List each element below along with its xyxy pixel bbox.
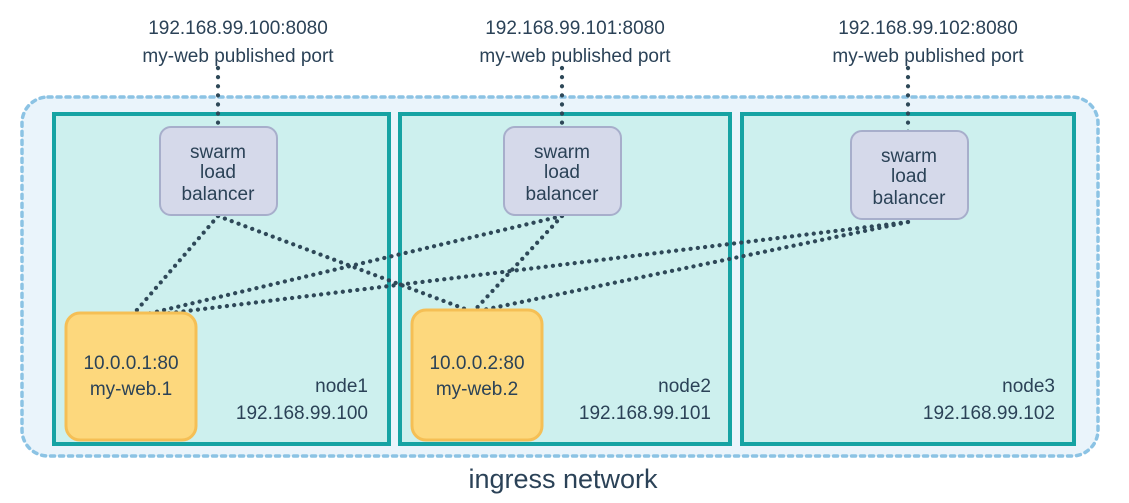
node-ip-2: 192.168.99.101 — [579, 403, 711, 424]
container-box-my-web-1[interactable] — [64, 311, 198, 442]
container-address-1: 10.0.0.1:80 — [83, 353, 178, 374]
container-name-1: my-web.1 — [90, 379, 172, 400]
ingress-network-title: ingress network — [468, 464, 658, 494]
published-port-address-1: 192.168.99.100:8080 — [148, 18, 328, 39]
lb-label-1-line3: balancer — [182, 184, 256, 205]
connector-lb2-to-web2 — [470, 213, 565, 315]
container-name-2: my-web.2 — [436, 379, 518, 400]
lb-label-2-line3: balancer — [526, 184, 600, 205]
swarm-load-balancer-node2[interactable] — [503, 126, 622, 216]
lb-label-2-line2: load — [544, 162, 580, 183]
published-port-desc-1: my-web published port — [142, 46, 334, 67]
connector-lb1-to-web2 — [215, 213, 476, 315]
published-port-address-3: 192.168.99.102:8080 — [838, 18, 1018, 39]
lb-label-3-line3: balancer — [873, 188, 947, 209]
node-ip-1: 192.168.99.100 — [236, 403, 368, 424]
node-name-1: node1 — [315, 376, 368, 397]
lb-label-2-line1: swarm — [534, 142, 590, 163]
swarm-load-balancer-node3[interactable] — [850, 130, 969, 220]
lb-label-1-line1: swarm — [190, 142, 246, 163]
connector-lb3-to-web1 — [127, 219, 911, 321]
lb-label-1-line2: load — [200, 162, 236, 183]
lb-label-3-line2: load — [891, 166, 927, 187]
node-ip-3: 192.168.99.102 — [923, 403, 1055, 424]
connector-lb3-to-web2 — [470, 219, 911, 315]
node-name-2: node2 — [658, 376, 711, 397]
container-box-my-web-2[interactable] — [410, 308, 544, 442]
connector-lb1-to-web1 — [127, 213, 221, 321]
lb-label-3-line1: swarm — [881, 146, 937, 167]
published-port-address-2: 192.168.99.101:8080 — [485, 18, 665, 39]
published-port-desc-3: my-web published port — [832, 46, 1024, 67]
published-port-desc-2: my-web published port — [479, 46, 671, 67]
container-address-2: 10.0.0.2:80 — [429, 353, 524, 374]
swarm-load-balancer-node1[interactable] — [159, 126, 278, 216]
node-name-3: node3 — [1002, 376, 1055, 397]
connector-lb2-to-web1 — [127, 213, 565, 321]
